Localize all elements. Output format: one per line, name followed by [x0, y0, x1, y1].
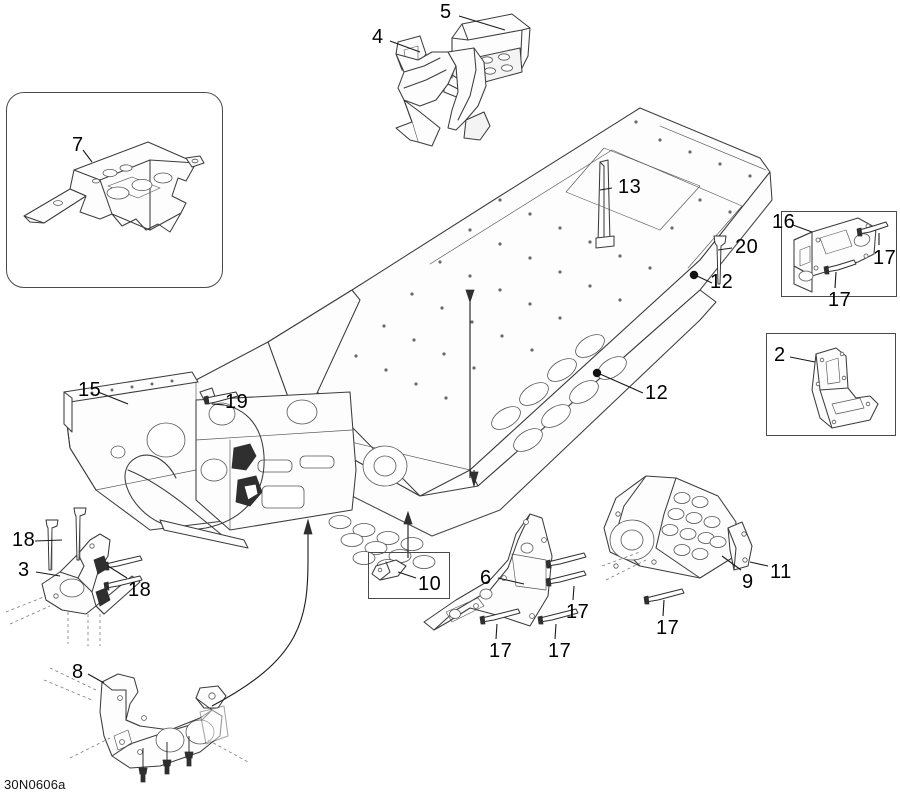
part-3-drawing	[5, 507, 143, 646]
callout-number-4: 4	[372, 26, 384, 48]
leader-line-17	[662, 599, 665, 617]
callout-number-8: 8	[72, 661, 84, 683]
leader-line-16	[792, 224, 813, 233]
leader-line-18	[34, 539, 63, 542]
callout-number-16: 16	[772, 211, 796, 233]
main-frame-assembly	[267, 107, 773, 573]
callout-number-6: 6	[480, 567, 492, 589]
part-10-drawing	[371, 559, 407, 581]
callout-number-12: 12	[710, 271, 734, 293]
callout-number-17: 17	[873, 247, 897, 269]
callout-number-15: 15	[78, 379, 102, 401]
leader-line-19	[211, 403, 225, 406]
leader-line-20	[717, 247, 733, 251]
leader-line-11	[749, 561, 769, 567]
callout-number-12: 12	[645, 382, 669, 404]
leader-line-17	[554, 623, 557, 640]
callout-number-17: 17	[828, 289, 852, 311]
callout-number-11: 11	[770, 561, 792, 583]
callout-number-9: 9	[742, 571, 754, 593]
inset-box-part-7	[6, 92, 223, 288]
callout-number-18: 18	[128, 579, 152, 601]
leader-line-10	[397, 571, 417, 579]
inset-box-part-2	[766, 333, 896, 436]
leader-line-12	[696, 275, 713, 284]
frame-callout-arrows	[211, 289, 479, 707]
leader-line-8	[87, 673, 105, 684]
part-8-drawing	[43, 667, 249, 783]
callout-number-19: 19	[225, 391, 249, 413]
leader-line-6	[497, 577, 525, 585]
callout-number-17: 17	[548, 640, 572, 662]
part-20-drawing	[713, 235, 727, 285]
callout-number-18: 18	[12, 529, 36, 551]
part-16-drawing	[793, 217, 889, 293]
leader-dot-12	[592, 368, 602, 378]
part-6-drawing	[423, 513, 587, 631]
leader-line-15	[97, 391, 129, 405]
leader-line-12	[599, 373, 644, 394]
leader-line-3	[35, 571, 61, 577]
callout-number-5: 5	[440, 1, 452, 23]
callout-number-10: 10	[418, 573, 442, 595]
inset-box-part-16	[781, 211, 897, 297]
leader-line-17	[834, 271, 837, 289]
callout-number-3: 3	[18, 559, 30, 581]
leader-line-7	[82, 149, 93, 163]
leader-line-5	[458, 15, 506, 31]
inset-box-part-10	[368, 552, 450, 599]
part-19-fastener	[203, 391, 239, 405]
drawing-code-label: 30N0606a	[4, 777, 66, 792]
leader-line-17	[495, 623, 498, 640]
part-4-drawing	[395, 35, 491, 147]
callout-number-17: 17	[566, 601, 590, 623]
callout-number-13: 13	[618, 176, 642, 198]
leader-line-4	[389, 40, 421, 53]
leader-line-2	[789, 356, 816, 363]
part-2-drawing	[811, 347, 879, 429]
callout-number-17: 17	[656, 617, 680, 639]
leader-line-9	[721, 555, 742, 571]
leader-line-18	[107, 565, 128, 579]
leader-line-13	[599, 187, 613, 191]
callout-leaders	[34, 15, 880, 684]
leader-dot-12	[689, 270, 699, 280]
callout-number-17: 17	[489, 640, 513, 662]
callout-number-2: 2	[774, 344, 786, 366]
front-bulkhead-assembly	[63, 341, 357, 549]
part-7-drawing	[23, 141, 205, 233]
part-9-11-drawing	[601, 475, 753, 605]
leader-line-17	[572, 585, 575, 601]
callout-number-20: 20	[735, 236, 759, 258]
callout-number-7: 7	[72, 134, 84, 156]
